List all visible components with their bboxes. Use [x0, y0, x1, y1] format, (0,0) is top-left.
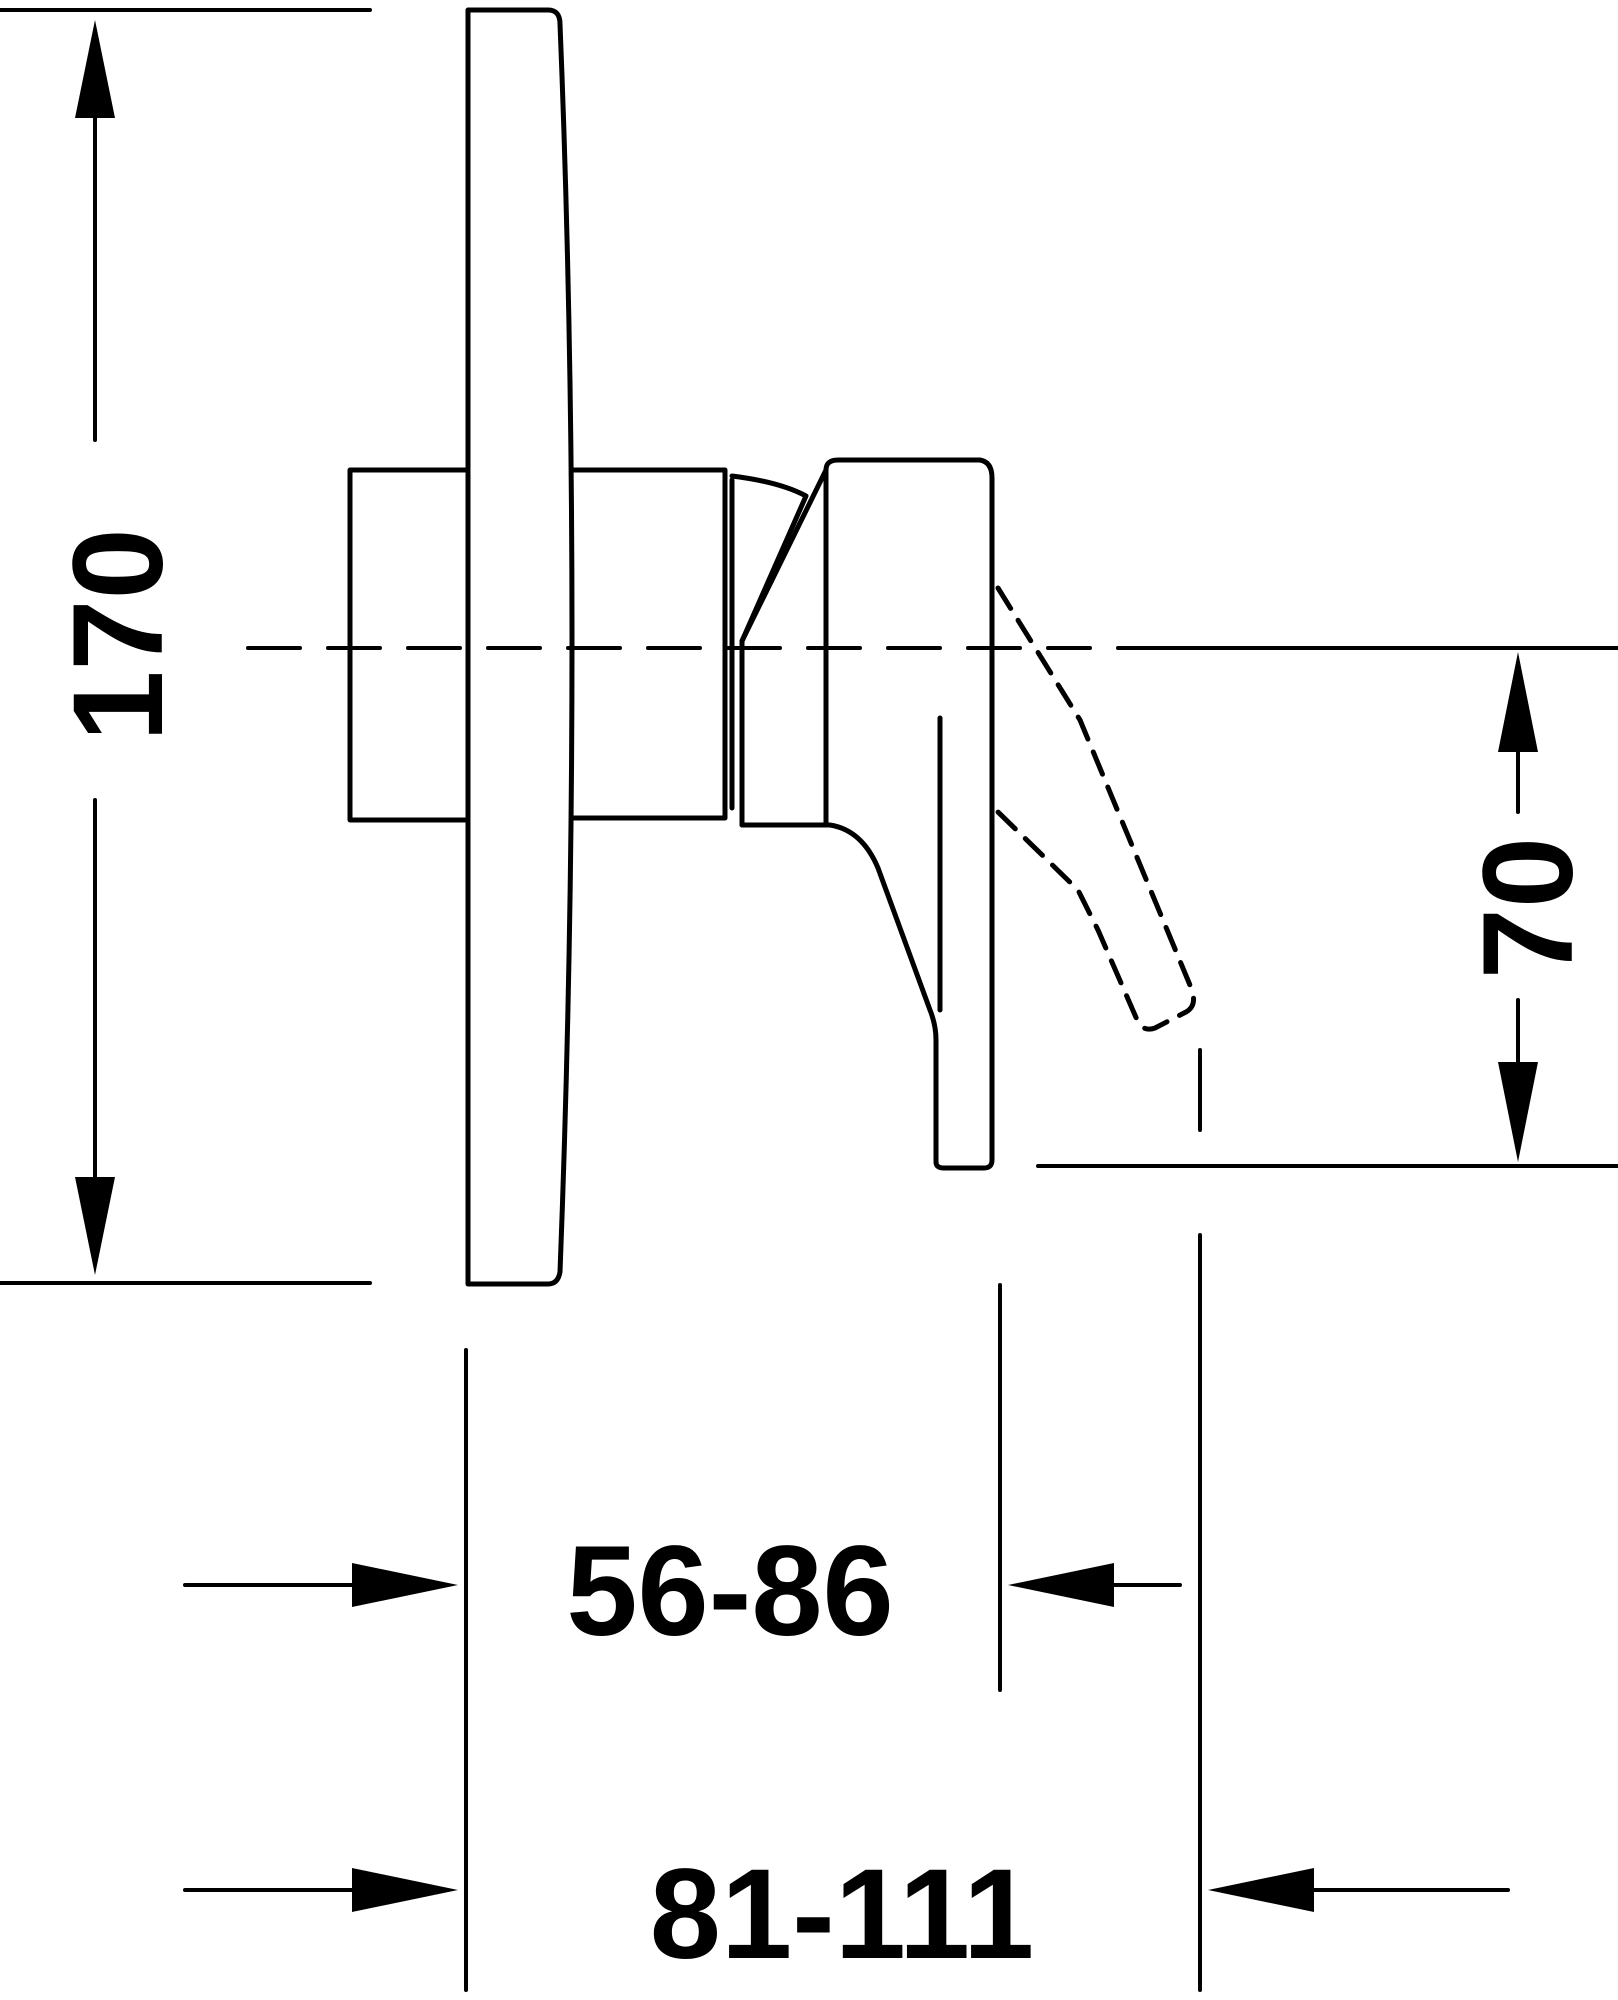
arrowheads	[75, 20, 1538, 1912]
lever-handle	[739, 457, 995, 1171]
lever-hub	[729, 473, 809, 828]
arrow-81-111-left	[352, 1868, 458, 1912]
label-projection-total: 81-111	[650, 1843, 1034, 1986]
dimension-height-overall	[0, 8, 372, 1285]
lever-alt-position	[995, 585, 1196, 1032]
arrow-81-111-right	[1208, 1868, 1314, 1912]
label-lever-drop: 70	[1457, 837, 1600, 979]
rear-body	[347, 467, 468, 823]
arrow-70-top	[1498, 652, 1538, 752]
mixer-outline	[347, 7, 995, 1287]
arrow-170-bottom	[75, 1177, 115, 1275]
cover-plate	[465, 7, 575, 1287]
arrow-170-top	[75, 20, 115, 118]
arrow-70-bottom	[1498, 1062, 1538, 1162]
arrow-56-86-left	[352, 1563, 458, 1607]
label-height-overall: 170	[47, 528, 190, 742]
label-projection-lever: 56-86	[566, 1520, 893, 1663]
front-body	[569, 467, 728, 821]
arrow-56-86-right	[1008, 1563, 1114, 1607]
